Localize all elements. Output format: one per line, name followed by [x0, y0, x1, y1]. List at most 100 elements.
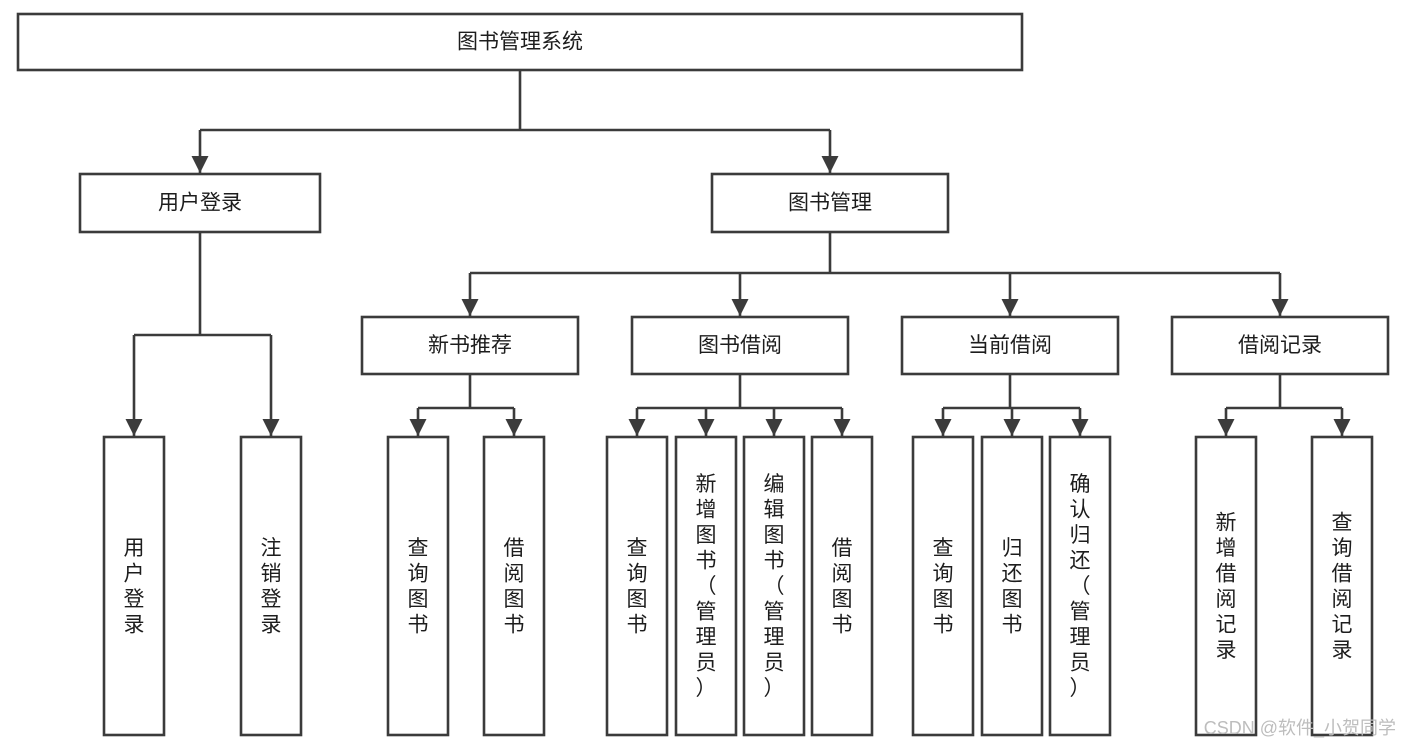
node-leaf-add-book-admin-char: 管: [696, 601, 717, 624]
node-leaf-add-borrow-record-char: 录: [1216, 639, 1237, 662]
node-leaf-borrow-book-recommend-box: [482, 435, 546, 737]
node-new-book-recommend[interactable]: 新书推荐: [360, 315, 580, 376]
node-leaf-add-book-admin-box: [674, 435, 738, 737]
node-leaf-confirm-return-admin-char: （: [1070, 575, 1091, 598]
node-book-borrow-box: [630, 315, 850, 376]
new-book-recommend-arrow-0: [409, 419, 427, 436]
node-leaf-logout-box: [239, 435, 303, 737]
node-borrow-record-box: [1170, 315, 1390, 376]
node-leaf-query-book-current-char: 询: [933, 562, 954, 585]
node-leaf-query-book-recommend-char: 图: [408, 588, 429, 611]
node-book-borrow[interactable]: 图书借阅: [630, 315, 850, 376]
node-leaf-user-login-box: [102, 435, 166, 737]
node-current-borrow-box: [900, 315, 1120, 376]
user-login-arrow-1: [262, 419, 280, 436]
node-leaf-edit-book-admin-char: （: [764, 575, 785, 598]
node-leaf-add-book-admin-char: ）: [696, 677, 717, 700]
node-leaf-logout-char: 登: [261, 588, 282, 611]
node-leaf-query-book-current-box: [911, 435, 975, 737]
book-borrow-arrow-1: [697, 419, 715, 436]
node-leaf-query-book-current-char: 查: [933, 537, 954, 560]
node-leaf-borrow-book-recommend-char: 借: [504, 537, 525, 560]
node-book-manage-box: [710, 172, 950, 234]
node-root-图书管理系统-label: 图书管理系统: [457, 31, 583, 54]
node-leaf-add-borrow-record-char: 增: [1216, 537, 1237, 560]
borrow-record-arrow-0: [1217, 419, 1235, 436]
node-leaf-query-book-char: 图: [627, 588, 648, 611]
node-leaf-add-book-admin-char: 理: [696, 626, 717, 649]
node-user-login-box: [78, 172, 322, 234]
node-borrow-record[interactable]: 借阅记录: [1170, 315, 1390, 376]
node-leaf-query-borrow-record-char: 记: [1332, 613, 1353, 636]
node-leaf-user-login[interactable]: 用户登录: [102, 435, 166, 737]
node-leaf-logout-char: 录: [261, 613, 282, 636]
node-leaf-query-borrow-record-char: 录: [1332, 639, 1353, 662]
csdn-watermark: CSDN @软件_小贺同学: [1204, 718, 1396, 739]
book-borrow-arrow-0: [628, 419, 646, 436]
node-leaf-confirm-return-admin-char: 确: [1070, 473, 1091, 496]
node-leaf-query-book-recommend-char: 书: [408, 613, 429, 636]
node-leaf-borrow-book-recommend-char: 阅: [504, 562, 525, 585]
node-new-book-recommend-box: [360, 315, 580, 376]
node-leaf-add-book-admin-char: （: [696, 575, 717, 598]
node-leaf-borrow-book-char: 图: [832, 588, 853, 611]
node-root-图书管理系统[interactable]: 图书管理系统: [16, 12, 1024, 72]
new-book-recommend-arrow-1: [505, 419, 523, 436]
node-current-borrow[interactable]: 当前借阅: [900, 315, 1120, 376]
node-leaf-add-borrow-record-char: 记: [1216, 613, 1237, 636]
node-leaf-query-borrow-record-box: [1310, 435, 1374, 737]
node-user-login[interactable]: 用户登录: [78, 172, 322, 234]
current-borrow-arrow-0: [934, 419, 952, 436]
node-leaf-edit-book-admin-box: [742, 435, 806, 737]
root-arrow-0: [191, 156, 209, 173]
node-leaf-add-borrow-record-char: 阅: [1216, 588, 1237, 611]
node-leaf-edit-book-admin-char: 图: [764, 524, 785, 547]
node-leaf-return-book-char: 还: [1002, 562, 1023, 585]
node-leaf-logout-char: 注: [261, 537, 282, 560]
book-borrow-arrow-2: [765, 419, 783, 436]
node-leaf-confirm-return-admin-box: [1048, 435, 1112, 737]
node-book-manage[interactable]: 图书管理: [710, 172, 950, 234]
node-leaf-borrow-book-recommend-char: 书: [504, 613, 525, 636]
node-leaf-add-book-admin-char: 员: [696, 652, 717, 675]
book-manage-arrow-1: [731, 299, 749, 316]
node-leaf-query-book-char: 询: [627, 562, 648, 585]
node-leaf-borrow-book-char: 借: [832, 537, 853, 560]
node-leaf-query-borrow-record-char: 借: [1332, 562, 1353, 585]
node-leaf-return-book-box: [980, 435, 1044, 737]
node-leaf-confirm-return-admin-char: ）: [1070, 677, 1091, 700]
node-leaf-borrow-book-char: 书: [832, 613, 853, 636]
current-borrow-arrow-1: [1003, 419, 1021, 436]
current-borrow-arrow-2: [1071, 419, 1089, 436]
node-leaf-add-book-admin-char: 图: [696, 524, 717, 547]
node-leaf-edit-book-admin-char: 编: [764, 473, 785, 496]
node-leaf-query-borrow-record-char: 询: [1332, 537, 1353, 560]
node-leaf-edit-book-admin-char: ）: [764, 677, 785, 700]
node-new-book-recommend-label: 新书推荐: [428, 334, 512, 357]
node-leaf-borrow-book-recommend-char: 图: [504, 588, 525, 611]
node-leaf-confirm-return-admin-char: 归: [1070, 524, 1091, 547]
borrow-record-arrow-1: [1333, 419, 1351, 436]
node-leaf-query-book-current-char: 图: [933, 588, 954, 611]
node-leaf-query-borrow-record-char: 查: [1332, 511, 1353, 534]
node-leaf-add-book-admin-char: 新: [696, 473, 717, 496]
node-leaf-confirm-return-admin-char: 理: [1070, 626, 1091, 649]
node-leaf-query-book-box: [605, 435, 669, 737]
node-leaf-edit-book-admin-char: 理: [764, 626, 785, 649]
book-borrow-arrow-3: [833, 419, 851, 436]
node-leaf-confirm-return-admin-char: 管: [1070, 601, 1091, 624]
